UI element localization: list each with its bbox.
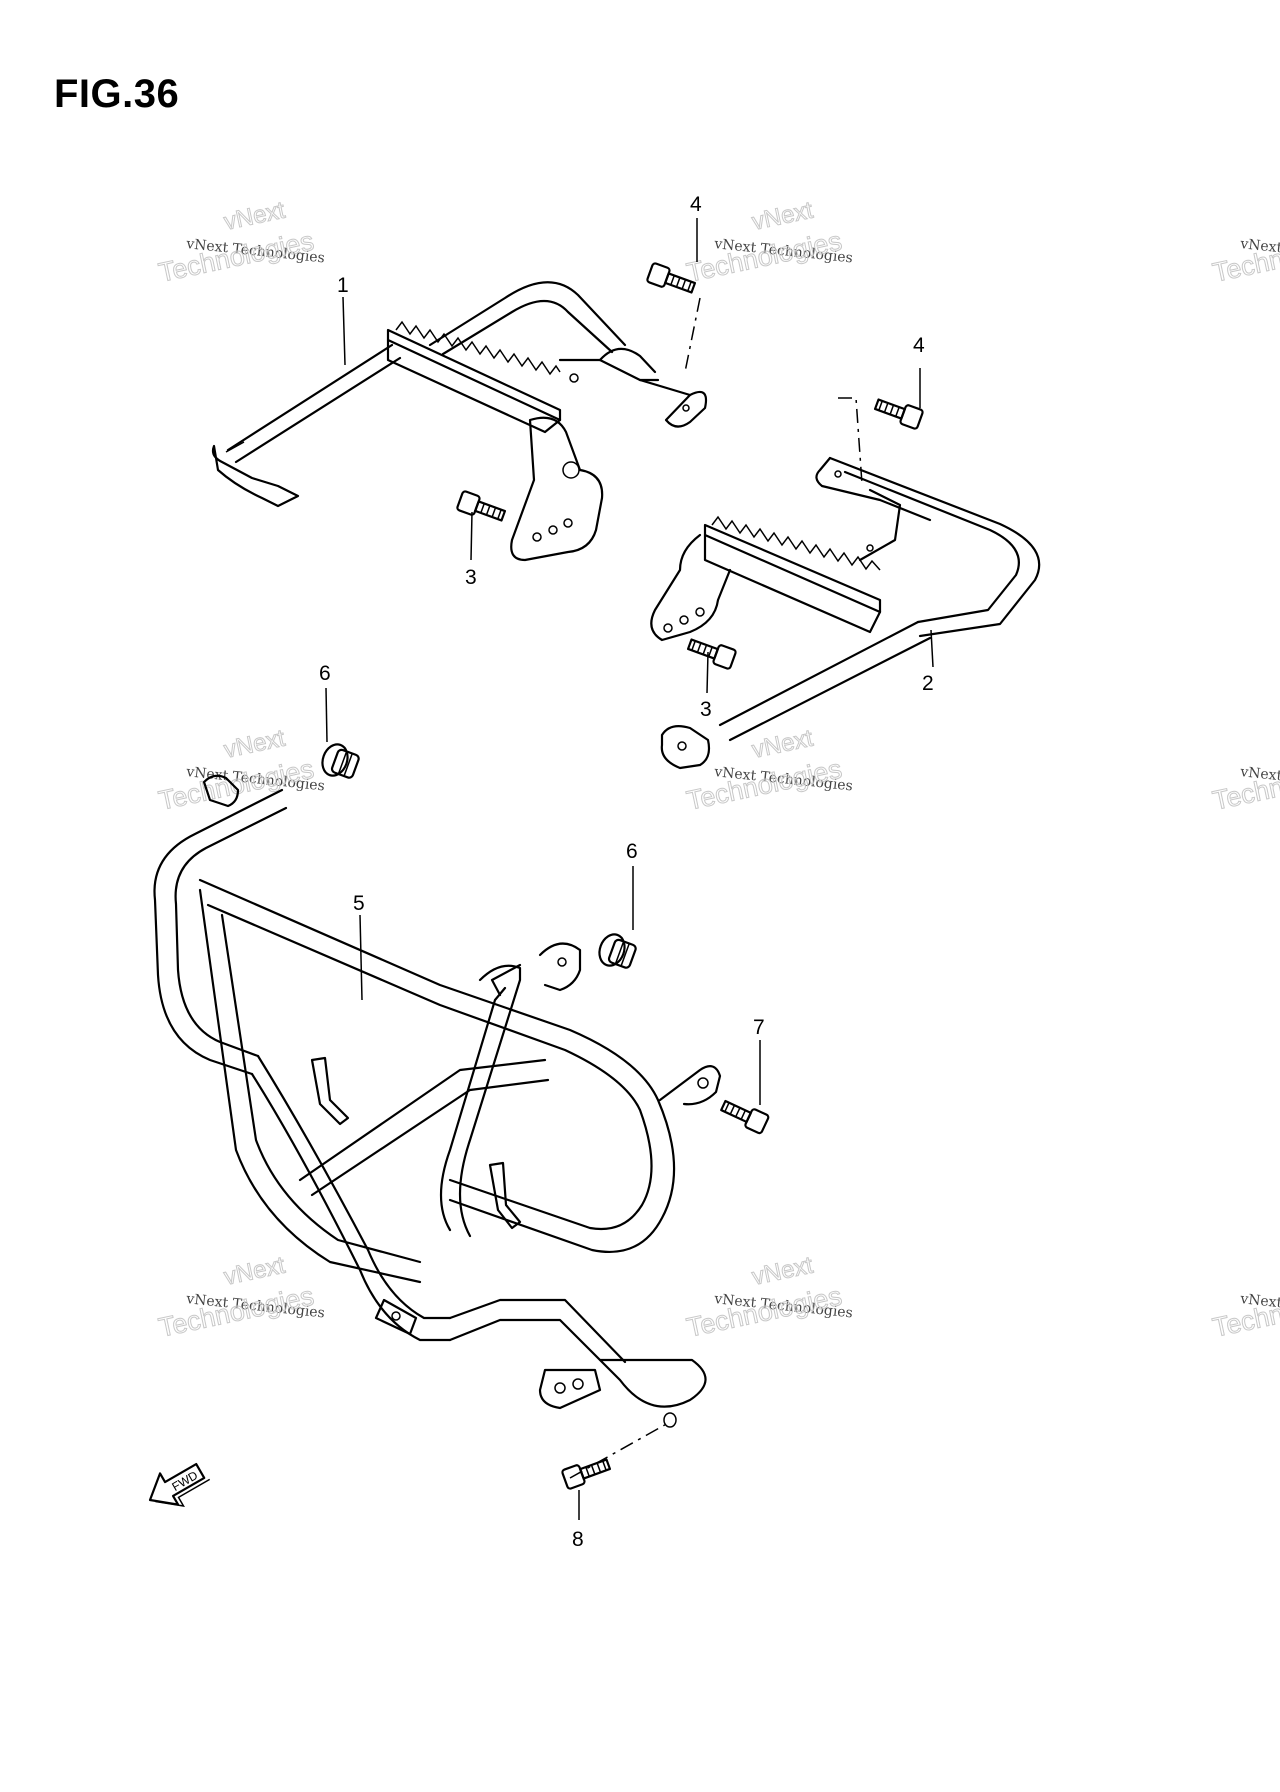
- watermark: vNext vNext Technologies Technologies: [156, 1251, 326, 1343]
- callout-6: 6: [626, 840, 638, 863]
- bolt-part: [646, 262, 697, 294]
- watermark: vNext vNext Technologies Technologies: [156, 724, 326, 816]
- footrest-left-part: [211, 281, 708, 562]
- watermark: vNext Technologies Technologies: [1210, 1280, 1280, 1343]
- watermark: vNext Technologies Technologies: [1210, 753, 1280, 816]
- callout-4: 4: [690, 193, 702, 216]
- watermark-text: Technologies: [684, 754, 844, 816]
- callout-8: 8: [572, 1528, 584, 1551]
- bolt-part: [720, 1099, 770, 1135]
- watermark-text: Technologies: [684, 1281, 844, 1343]
- assembly-line: [569, 1421, 671, 1479]
- callout-7: 7: [753, 1016, 765, 1039]
- callout-labels: 1 2 3 3 4 4 5 6 6 7 8: [319, 193, 934, 1551]
- watermark-text: Technologies: [1210, 1281, 1280, 1343]
- watermark-text: Technologies: [684, 226, 844, 288]
- footrest-right-part: [650, 456, 1041, 770]
- bolt-part: [456, 490, 507, 522]
- fwd-direction-arrow: FWD: [148, 1462, 211, 1508]
- callout-3: 3: [700, 698, 712, 721]
- watermark-text: vNext: [750, 197, 816, 236]
- watermark-text: vNext: [222, 197, 288, 236]
- front-bumper-part: [153, 774, 722, 1428]
- bolt-part: [561, 1458, 612, 1490]
- callout-2: 2: [922, 672, 934, 695]
- callout-5: 5: [353, 892, 365, 915]
- watermark-text: Technologies: [1210, 226, 1280, 288]
- watermark-text: vNext: [222, 1252, 288, 1291]
- watermark-text: Technologies: [156, 226, 316, 288]
- bolt-part: [873, 398, 924, 430]
- watermark-text: vNext: [222, 725, 288, 764]
- watermark: vNext vNext Technologies Technologies: [156, 196, 326, 288]
- cap-part: [321, 743, 360, 779]
- cap-part: [598, 933, 637, 969]
- assembly-line: [838, 397, 863, 485]
- callout-1: 1: [337, 274, 349, 297]
- watermark-text: Technologies: [1210, 754, 1280, 816]
- watermark: vNext vNext Technologies Technologies: [684, 1251, 854, 1343]
- bolt-part: [686, 638, 737, 670]
- watermark-text: vNext: [750, 1252, 816, 1291]
- figure-title: FIG.36: [54, 72, 180, 116]
- watermark: vNext vNext Technologies Technologies: [684, 724, 854, 816]
- assembly-line: [684, 297, 701, 373]
- callout-3: 3: [465, 566, 477, 589]
- watermark-text: Technologies: [156, 1281, 316, 1343]
- watermark: vNext Technologies Technologies: [1210, 225, 1280, 288]
- callout-6: 6: [319, 662, 331, 685]
- watermark-text: vNext: [750, 725, 816, 764]
- callout-4: 4: [913, 334, 925, 357]
- watermark-text: Technologies: [156, 754, 316, 816]
- watermark: vNext vNext Technologies Technologies: [684, 196, 854, 288]
- leader-lines: [325, 218, 934, 1520]
